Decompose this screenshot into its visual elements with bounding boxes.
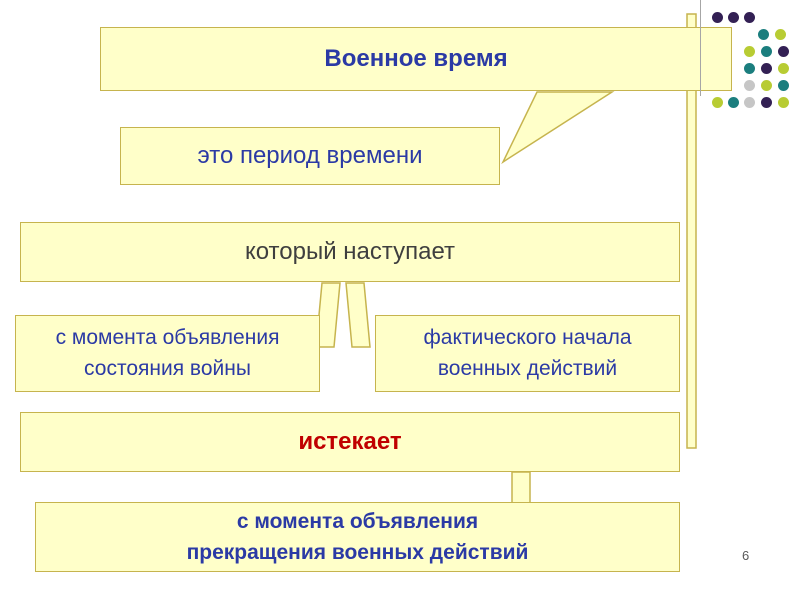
box-end-line1: с момента объявления	[236, 509, 479, 533]
box-expires-text: истекает	[298, 428, 402, 455]
bottom-connector	[511, 471, 531, 504]
box-period-text: это период времени	[197, 142, 423, 169]
box-title-text: Военное время	[324, 45, 508, 72]
box-declared-line1: с момента объявления	[55, 326, 280, 350]
box-declared-line2: состояния войны	[84, 356, 251, 380]
right-trapezoid-connector	[345, 282, 371, 348]
page-number: 6	[742, 548, 750, 563]
wedge-connector	[501, 91, 615, 165]
box-declared: с момента объявления состояния войны	[15, 315, 320, 392]
box-period: это период времени	[120, 127, 500, 185]
box-actual: фактического начала военных действий	[375, 315, 680, 392]
box-actual-line1: фактического начала	[423, 326, 632, 350]
box-title: Военное время	[100, 27, 732, 91]
vertical-bar-connector	[686, 13, 697, 449]
box-expires: истекает	[20, 412, 680, 472]
header-rule	[700, 0, 701, 96]
box-actual-line2: военных действий	[437, 356, 618, 380]
box-end: с момента объявления прекращения военных…	[35, 502, 680, 572]
box-end-line2: прекращения военных действий	[186, 541, 529, 564]
box-begins: который наступает	[20, 222, 680, 282]
box-begins-text: который наступает	[244, 238, 456, 265]
